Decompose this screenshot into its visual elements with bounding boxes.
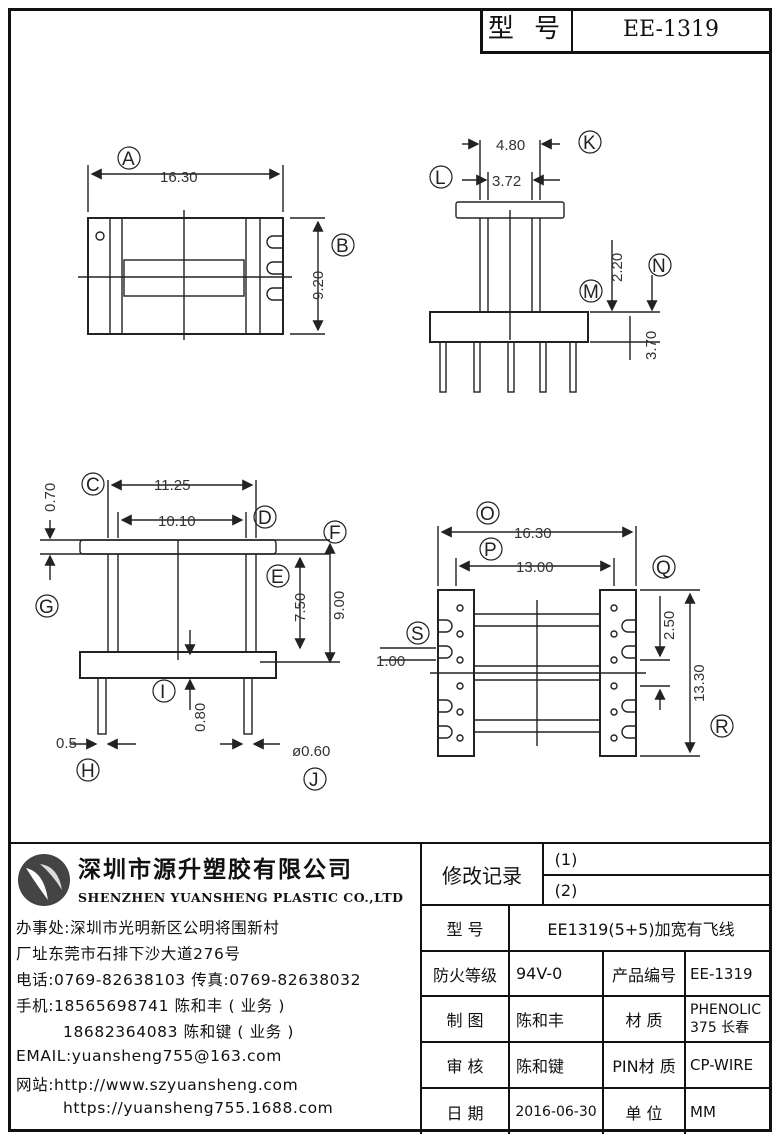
material-value-1: PHENOLIC (690, 1002, 762, 1018)
date-label: 日 期 (446, 1103, 484, 1123)
material-value: PHENOLIC 375 长春 (686, 997, 772, 1041)
reviewed-by-value: 陈和键 (516, 1057, 565, 1076)
mobile-1: 手机:18565698741 陈和丰 ( 业务 ) (16, 997, 286, 1015)
model-label: 型 号 (446, 920, 484, 939)
dim-f: 0.70 (42, 483, 59, 512)
spec-table: 修改记录 (1) (2) 型 号 EE1319(5+5)加宽有飞线 防火等级 9… (422, 844, 772, 1134)
top-view (78, 165, 325, 340)
title-block: 深圳市源升塑胶有限公司 SHENZHEN YUANSHENG PLASTIC C… (8, 842, 772, 1134)
company-header: 深圳市源升塑胶有限公司 SHENZHEN YUANSHENG PLASTIC C… (8, 844, 420, 914)
revision-label: 修改记录 (442, 863, 522, 888)
fire-rating-label: 防火等级 (432, 965, 497, 985)
tag-k: K (583, 133, 596, 154)
dim-o: 16.30 (514, 525, 552, 542)
dim-l: 3.72 (492, 173, 521, 190)
drawn-by-label: 制 图 (446, 1011, 484, 1030)
dim-q: 2.50 (661, 611, 678, 640)
tag-i: I (160, 682, 165, 703)
mobile-2: 18682364083 陈和键 ( 业务 ) (63, 1023, 294, 1041)
dim-p: 13.00 (516, 559, 554, 576)
dim-i: 0.80 (192, 703, 209, 732)
material-label: 材 质 (625, 1011, 663, 1030)
product-no-label: 产品编号 (611, 965, 676, 985)
tag-s: S (411, 624, 424, 645)
dim-h: 0.5 (56, 735, 77, 752)
dim-total: 9.00 (331, 591, 348, 620)
block-divider (420, 844, 422, 1134)
material-value-2: 375 长春 (690, 1020, 750, 1036)
bottom-view (380, 526, 700, 757)
model-header-label: 型 号 (483, 8, 573, 51)
office-address: 办事处:深圳市光明新区公明将围新村 (16, 919, 280, 937)
revision-2: (2) (554, 880, 578, 900)
model-header: 型 号 EE-1319 (480, 8, 772, 54)
tag-l: L (435, 168, 446, 189)
factory-address: 厂址东莞市石排下沙大道276号 (16, 945, 241, 963)
date-value: 2016-06-30 (515, 1103, 597, 1120)
tag-f: F (329, 523, 341, 544)
company-logo-icon (18, 854, 70, 906)
tag-h: H (81, 761, 95, 782)
phone-fax: 电话:0769-82638103 传真:0769-82638032 (16, 971, 362, 989)
side-view (429, 138, 660, 393)
dim-k: 4.80 (496, 137, 525, 154)
model-value: EE1319(5+5)加宽有飞线 (547, 920, 735, 939)
tag-e: E (271, 567, 284, 588)
tag-c: C (86, 475, 100, 496)
revision-1: (1) (554, 849, 578, 869)
dim-s: 1.00 (376, 653, 405, 670)
fire-rating-value: 94V-0 (516, 964, 563, 983)
tag-a: A (122, 149, 135, 170)
tag-o: O (480, 504, 495, 525)
dim-n: 3.70 (643, 331, 660, 360)
dim-j: ø0.60 (292, 743, 330, 760)
technical-drawing: 16.30 9.20 4.80 3.72 2.20 3.70 11.25 10.… (35, 130, 734, 791)
company-name-en: SHENZHEN YUANSHENG PLASTIC CO.,LTD (78, 890, 404, 905)
tag-d: D (258, 508, 272, 529)
dim-a: 16.30 (160, 169, 198, 186)
website-1[interactable]: 网站:http://www.szyuansheng.com (16, 1076, 299, 1094)
dim-c: 11.25 (154, 477, 190, 494)
unit-value: MM (690, 1102, 716, 1121)
company-name-cn: 深圳市源升塑胶有限公司 (78, 857, 353, 883)
tag-g: G (39, 597, 54, 618)
model-header-value: EE-1319 (623, 17, 719, 42)
tag-m: M (583, 282, 599, 303)
tag-n: N (652, 256, 666, 277)
tag-j: J (309, 770, 319, 791)
tag-r: R (715, 717, 729, 738)
drawing-frame (8, 8, 772, 1132)
pin-material-label: PIN材 质 (612, 1057, 676, 1076)
dim-e: 7.50 (292, 593, 309, 622)
unit-label: 单 位 (625, 1103, 663, 1123)
dim-r: 13.30 (691, 664, 708, 702)
tag-b: B (336, 236, 349, 257)
product-no-value: EE-1319 (690, 964, 753, 983)
drawn-by-value: 陈和丰 (516, 1011, 565, 1030)
tag-q: Q (656, 558, 671, 579)
reviewed-by-label: 审 核 (446, 1057, 484, 1076)
tag-p: P (484, 540, 497, 561)
website-2[interactable]: https://yuansheng755.1688.com (63, 1099, 334, 1117)
pin-material-value: CP-WIRE (690, 1056, 754, 1074)
front-view (40, 479, 340, 750)
dim-d: 10.10 (158, 513, 196, 530)
dim-m: 2.20 (609, 253, 626, 282)
dim-b: 9.20 (310, 271, 327, 300)
email[interactable]: EMAIL:yuansheng755@163.com (16, 1047, 282, 1065)
